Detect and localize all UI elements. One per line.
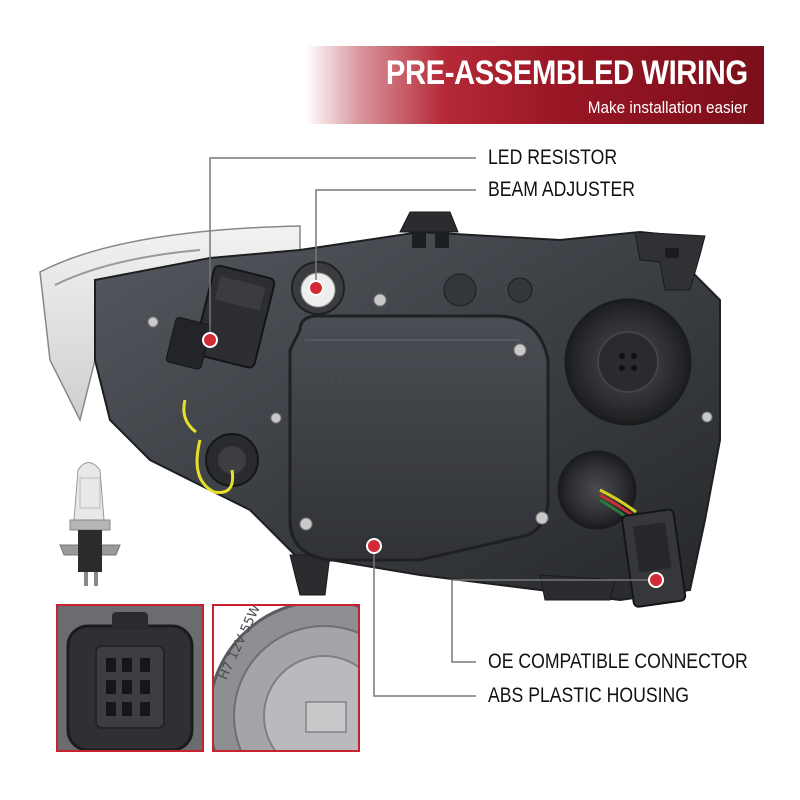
marker-beam-adjuster [308,280,324,296]
inset-connector-closeup [56,604,204,752]
label-oe-connector: OE COMPATIBLE CONNECTOR [488,650,748,673]
leader-abs-housing [373,546,476,697]
label-led-resistor: LED RESISTOR [488,146,618,169]
access-cover [288,314,550,562]
leader-oe-connector [451,579,656,663]
leader-beam-adjuster [315,189,476,288]
h7-bulb [59,462,121,586]
banner-subtitle: Make installation easier [588,98,748,117]
marker-abs-housing [366,538,382,554]
marker-oe-connector [648,572,664,588]
leader-led-resistor [209,157,476,340]
label-abs-housing: ABS PLASTIC HOUSING [488,684,689,707]
banner-title: PRE-ASSEMBLED WIRING [386,54,748,92]
label-beam-adjuster: BEAM ADJUSTER [488,178,636,201]
oe-connector [621,508,687,608]
inset-bulb-base-closeup: H7 12V 55W DOT [212,604,360,752]
marker-led-resistor [202,332,218,348]
feature-banner: PRE-ASSEMBLED WIRING Make installation e… [306,46,764,124]
svg-text:‹ ›: ‹ › [330,377,341,388]
